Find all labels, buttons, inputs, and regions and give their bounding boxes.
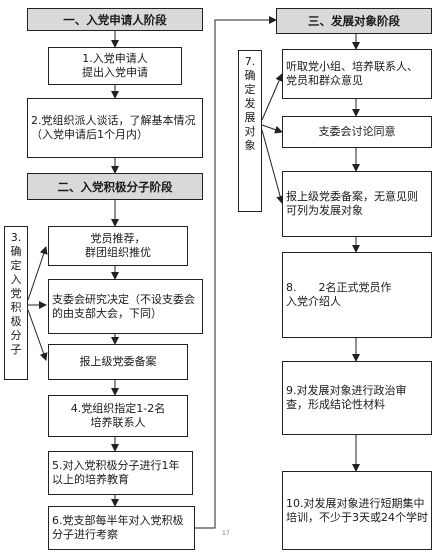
brace-7-bot xyxy=(261,129,285,204)
step6-box: 6.党支部每半年对入党积极分子进行考察 xyxy=(48,506,195,550)
brace-7-mid xyxy=(261,124,283,134)
stage3-header: 三、发展对象阶段 xyxy=(276,8,432,34)
step10-box: 10.对发展对象进行短期集中培训，不少于3天或24个学时 xyxy=(282,471,432,550)
step4-box: 4.党组织指定1-2名 培养联系人 xyxy=(48,395,188,437)
stage1-header: 一、入党申请人阶段 xyxy=(27,8,203,31)
step2-box: 2.党组织派人谈话，了解基本情况（入党申请后1个月内） xyxy=(27,98,203,158)
stage2-header: 二、入党积极分子阶段 xyxy=(27,173,203,200)
step8-box: 8. 2名正式党员作 入党介绍人 xyxy=(282,252,432,338)
step9-box: 9.对发展对象进行政治审查，形成结论性材料 xyxy=(282,361,432,435)
brace-3-bot xyxy=(27,309,48,361)
step5-box: 5.对入党积极分子进行1年以上的培养教育 xyxy=(48,451,193,495)
brace-7-top xyxy=(261,73,283,121)
step1-box: 1.入党申请人 提出入党申请 xyxy=(48,47,182,85)
step7a-box: 听取党小组、培养联系人、党员和群众意见 xyxy=(282,49,432,99)
step3a-box: 党员推荐， 群团组织推优 xyxy=(48,226,188,266)
page-number: 17 xyxy=(222,530,230,537)
step7c-box: 报上级党委备案，无意见则可列为发展对象 xyxy=(282,171,432,237)
step7-side-label: 7.确定发展对象 xyxy=(238,50,262,212)
step3b-box: 支委会研究决定（不设支委会的由支部大会，下同） xyxy=(48,279,203,334)
arrow-b6-h3 xyxy=(195,16,277,529)
step3-side-label: 3.确定入党积极分子 xyxy=(4,226,28,380)
brace-3-top xyxy=(27,246,48,301)
step7b-box: 支委会讨论同意 xyxy=(282,116,432,148)
step3c-box: 报上级党委备案 xyxy=(48,344,188,380)
